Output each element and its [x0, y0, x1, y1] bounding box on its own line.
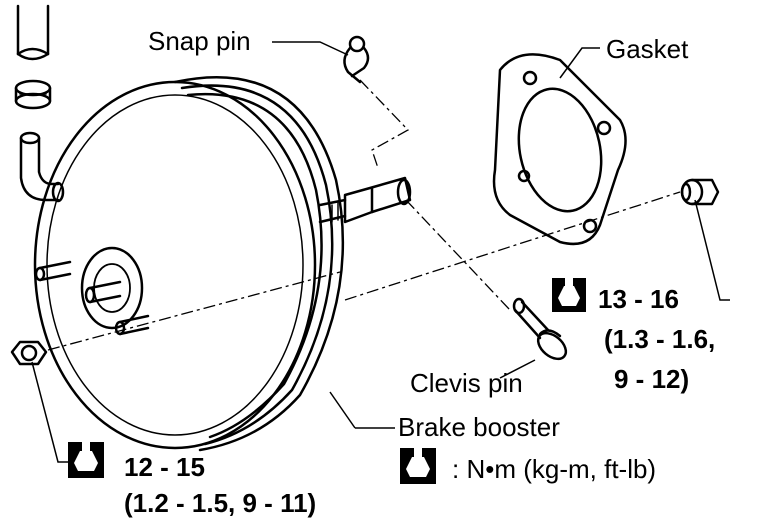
- snap-pin: [343, 35, 370, 84]
- booster-studs: [34, 260, 150, 336]
- leader-lines: [31, 41, 730, 463]
- torque-right-line2: (1.3 - 1.6,: [604, 324, 716, 354]
- label-gasket: Gasket: [606, 34, 689, 64]
- hose-clamp: [14, 79, 52, 110]
- legend-units: : N•m (kg-m, ft-lb): [452, 454, 657, 484]
- mounting-nut-right: [680, 178, 720, 206]
- mounting-nut-left: [10, 340, 48, 366]
- torque-left-line1: 12 - 15: [124, 452, 205, 482]
- assembly-lines: [47, 79, 681, 351]
- booster-body: [33, 75, 345, 452]
- push-rod-clevis: [318, 176, 412, 224]
- label-clevis-pin: Clevis pin: [410, 368, 523, 398]
- torque-right-line3: 9 - 12): [614, 364, 690, 394]
- torque-left-line2: (1.2 - 1.5, 9 - 11): [124, 488, 317, 518]
- torque-right-line1: 13 - 16: [598, 284, 679, 314]
- elbow-fitting: [19, 131, 65, 203]
- vacuum-hose: [16, 4, 50, 61]
- clevis-pin: [512, 297, 568, 361]
- wrench-symbol-icon: [552, 278, 586, 312]
- label-snap-pin: Snap pin: [148, 26, 251, 56]
- gasket: [492, 53, 627, 246]
- wrench-symbol-icon: [68, 442, 104, 478]
- label-brake-booster: Brake booster: [398, 412, 560, 442]
- wrench-symbol-icon: [400, 448, 436, 484]
